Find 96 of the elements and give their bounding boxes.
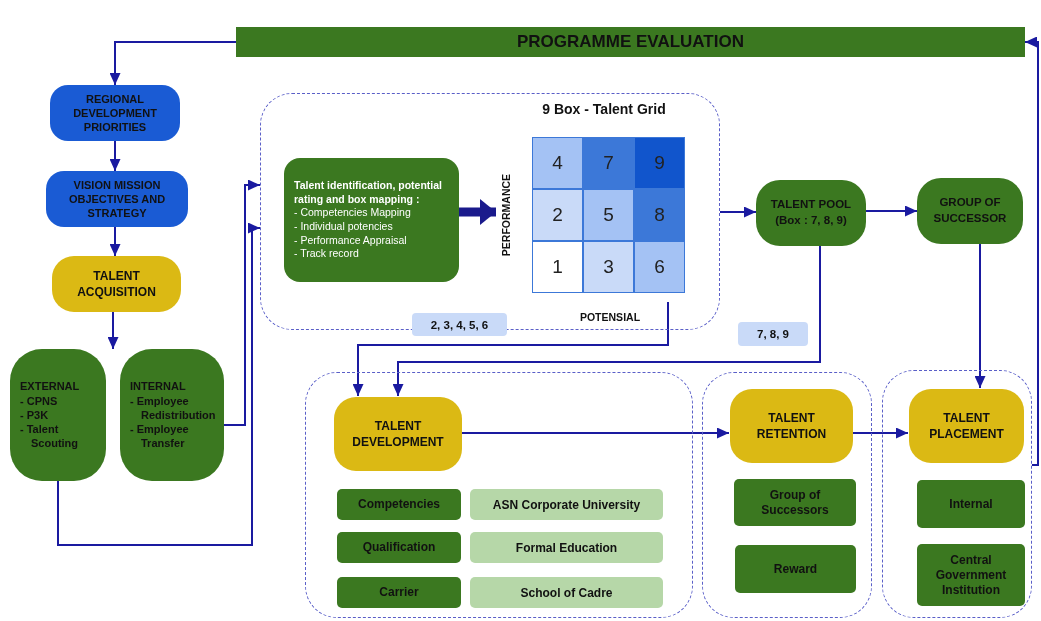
box-label: ASN Corporate University (492, 497, 641, 512)
arrow (109, 41, 237, 86)
list-item: - Employee Redistribution (130, 393, 217, 423)
cell-number: 4 (552, 152, 563, 174)
box-label: PROGRAMME EVALUATION (517, 32, 744, 52)
box-label: TALENT ACQUISITION (76, 267, 157, 301)
box-label: Talent identification, potential rating and box mapping : (294, 179, 443, 207)
list-item: - CPNS (20, 393, 59, 408)
list-item: - P3K (20, 407, 50, 423)
grid-cell (532, 241, 583, 293)
grid-cell (634, 189, 685, 241)
process-box (284, 158, 459, 282)
process-box (734, 479, 856, 526)
box-label: VISION MISSION OBJECTIVES AND STRATEGY (67, 177, 167, 221)
arrow (107, 311, 119, 350)
process-box (337, 532, 461, 563)
box-label: INTERNAL (130, 379, 186, 394)
process-box (470, 577, 663, 608)
process-box (470, 489, 663, 520)
arrow (57, 222, 261, 546)
arrow (1024, 36, 1039, 466)
arrow (109, 226, 121, 257)
box-label: School of Cadre (520, 585, 613, 600)
box-label: EXTERNAL (20, 379, 80, 394)
process-box (917, 178, 1023, 244)
cell-number: 6 (654, 256, 665, 278)
process-box (50, 85, 180, 141)
box-label: TALENT DEVELOPMENT (351, 417, 445, 451)
arrow (109, 140, 121, 172)
grid-title: 9 Box - Talent Grid (541, 101, 667, 117)
cell-number: 7 (603, 152, 614, 174)
box-label: Carrier (379, 585, 419, 600)
process-box (337, 489, 461, 520)
box-label: Group of Successors (760, 487, 830, 518)
arrow (719, 206, 757, 218)
list-item: - Talent Scouting (20, 422, 80, 451)
cell-number: 8 (654, 204, 665, 226)
box-label: Central Government Institution (934, 552, 1008, 598)
process-box (120, 349, 224, 481)
arrow (392, 245, 821, 397)
grid-cell (583, 241, 634, 293)
list-item: - Competencies Mapping (294, 206, 411, 220)
group-frame (702, 372, 872, 618)
box-label: (Box : 7, 8, 9) (775, 213, 847, 228)
group-frame (260, 93, 720, 330)
process-box (52, 256, 181, 312)
process-box (730, 389, 853, 463)
process-box (917, 480, 1025, 528)
box-label: TALENT RETENTION (755, 409, 828, 443)
arrow (460, 427, 730, 439)
list-item: - Track record (294, 247, 359, 261)
cell-number: 5 (603, 204, 614, 226)
process-box (917, 544, 1025, 606)
process-box (470, 532, 663, 563)
arrow (223, 179, 261, 426)
axis-label: PERFORMANCE (500, 173, 512, 257)
title-bar (236, 27, 1025, 57)
process-box (756, 180, 866, 246)
grid-cell (532, 137, 583, 189)
process-box (334, 397, 462, 471)
box-label: TALENT POOL (770, 197, 852, 213)
box-label: Reward (773, 561, 818, 577)
cell-number: 9 (654, 152, 665, 174)
process-box (337, 577, 461, 608)
box-label: Internal (949, 496, 993, 512)
box-label: Qualification (362, 540, 436, 555)
process-box (735, 545, 856, 593)
grid-cell (532, 189, 583, 241)
group-frame (882, 370, 1032, 618)
cell-number: 3 (603, 256, 614, 278)
process-box (909, 389, 1024, 463)
arrow (458, 199, 496, 225)
process-box (46, 171, 188, 227)
grid-cell (634, 241, 685, 293)
process-box (10, 349, 106, 481)
arrow (865, 205, 918, 217)
edge-label: 7, 8, 9 (738, 322, 808, 346)
arrow (851, 427, 909, 439)
grid-cell (583, 189, 634, 241)
edge-label: 2, 3, 4, 5, 6 (412, 313, 507, 336)
box-label: TALENT PLACEMENT (928, 409, 1005, 443)
box-label: Competencies (358, 497, 440, 512)
arrow (974, 243, 986, 389)
box-label: Formal Education (515, 540, 618, 555)
list-item: - Individual potencies (294, 220, 393, 234)
cell-number: 2 (552, 204, 563, 226)
box-label: GROUP OF SUCCESSOR (932, 195, 1008, 226)
list-item: - Performance Appraisal (294, 233, 407, 248)
cell-number: 1 (552, 256, 563, 278)
box-label: REGIONAL DEVELOPMENT PRIORITIES (72, 91, 158, 135)
arrow (352, 301, 669, 397)
list-item: - Employee Transfer (130, 422, 190, 451)
group-frame (305, 372, 693, 618)
grid-cell (634, 137, 685, 189)
axis-label: POTENSIAL (579, 311, 641, 323)
grid-cell (583, 137, 634, 189)
